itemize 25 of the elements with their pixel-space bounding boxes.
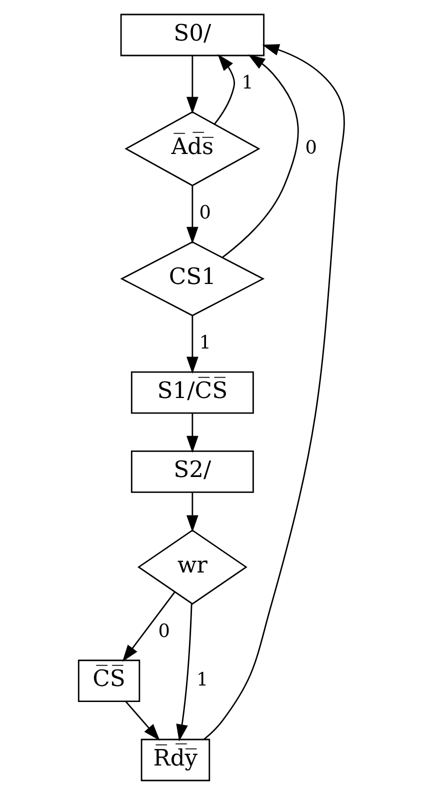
- edge-label: 1: [242, 72, 254, 94]
- edge-label: 1: [199, 332, 211, 354]
- arrow: [186, 413, 198, 453]
- edge-label: 0: [199, 202, 211, 224]
- node-diamond: CS1: [120, 241, 265, 316]
- arrow: [214, 54, 236, 125]
- arrow: [204, 44, 345, 740]
- node-box: C̅S̅: [78, 660, 140, 702]
- node-diamond: A̅d̅s̅: [124, 111, 260, 186]
- arrow: [186, 186, 198, 244]
- arrow: [222, 54, 299, 258]
- arrow: [176, 604, 192, 742]
- node-box: R̅d̅y̅: [140, 738, 210, 782]
- arrow: [186, 492, 198, 532]
- node-diamond: wr: [137, 529, 248, 605]
- edge-label: 1: [196, 670, 208, 691]
- arrow: [122, 592, 176, 662]
- arrow: [125, 701, 160, 741]
- node-box: S0/: [120, 14, 264, 56]
- node-box: S1/C̅S̅: [130, 371, 254, 414]
- edge-label: 0: [305, 138, 317, 159]
- arrow: [186, 316, 198, 374]
- edge-label: 0: [158, 620, 170, 642]
- node-box: S2/: [130, 450, 254, 493]
- arrow: [186, 56, 198, 114]
